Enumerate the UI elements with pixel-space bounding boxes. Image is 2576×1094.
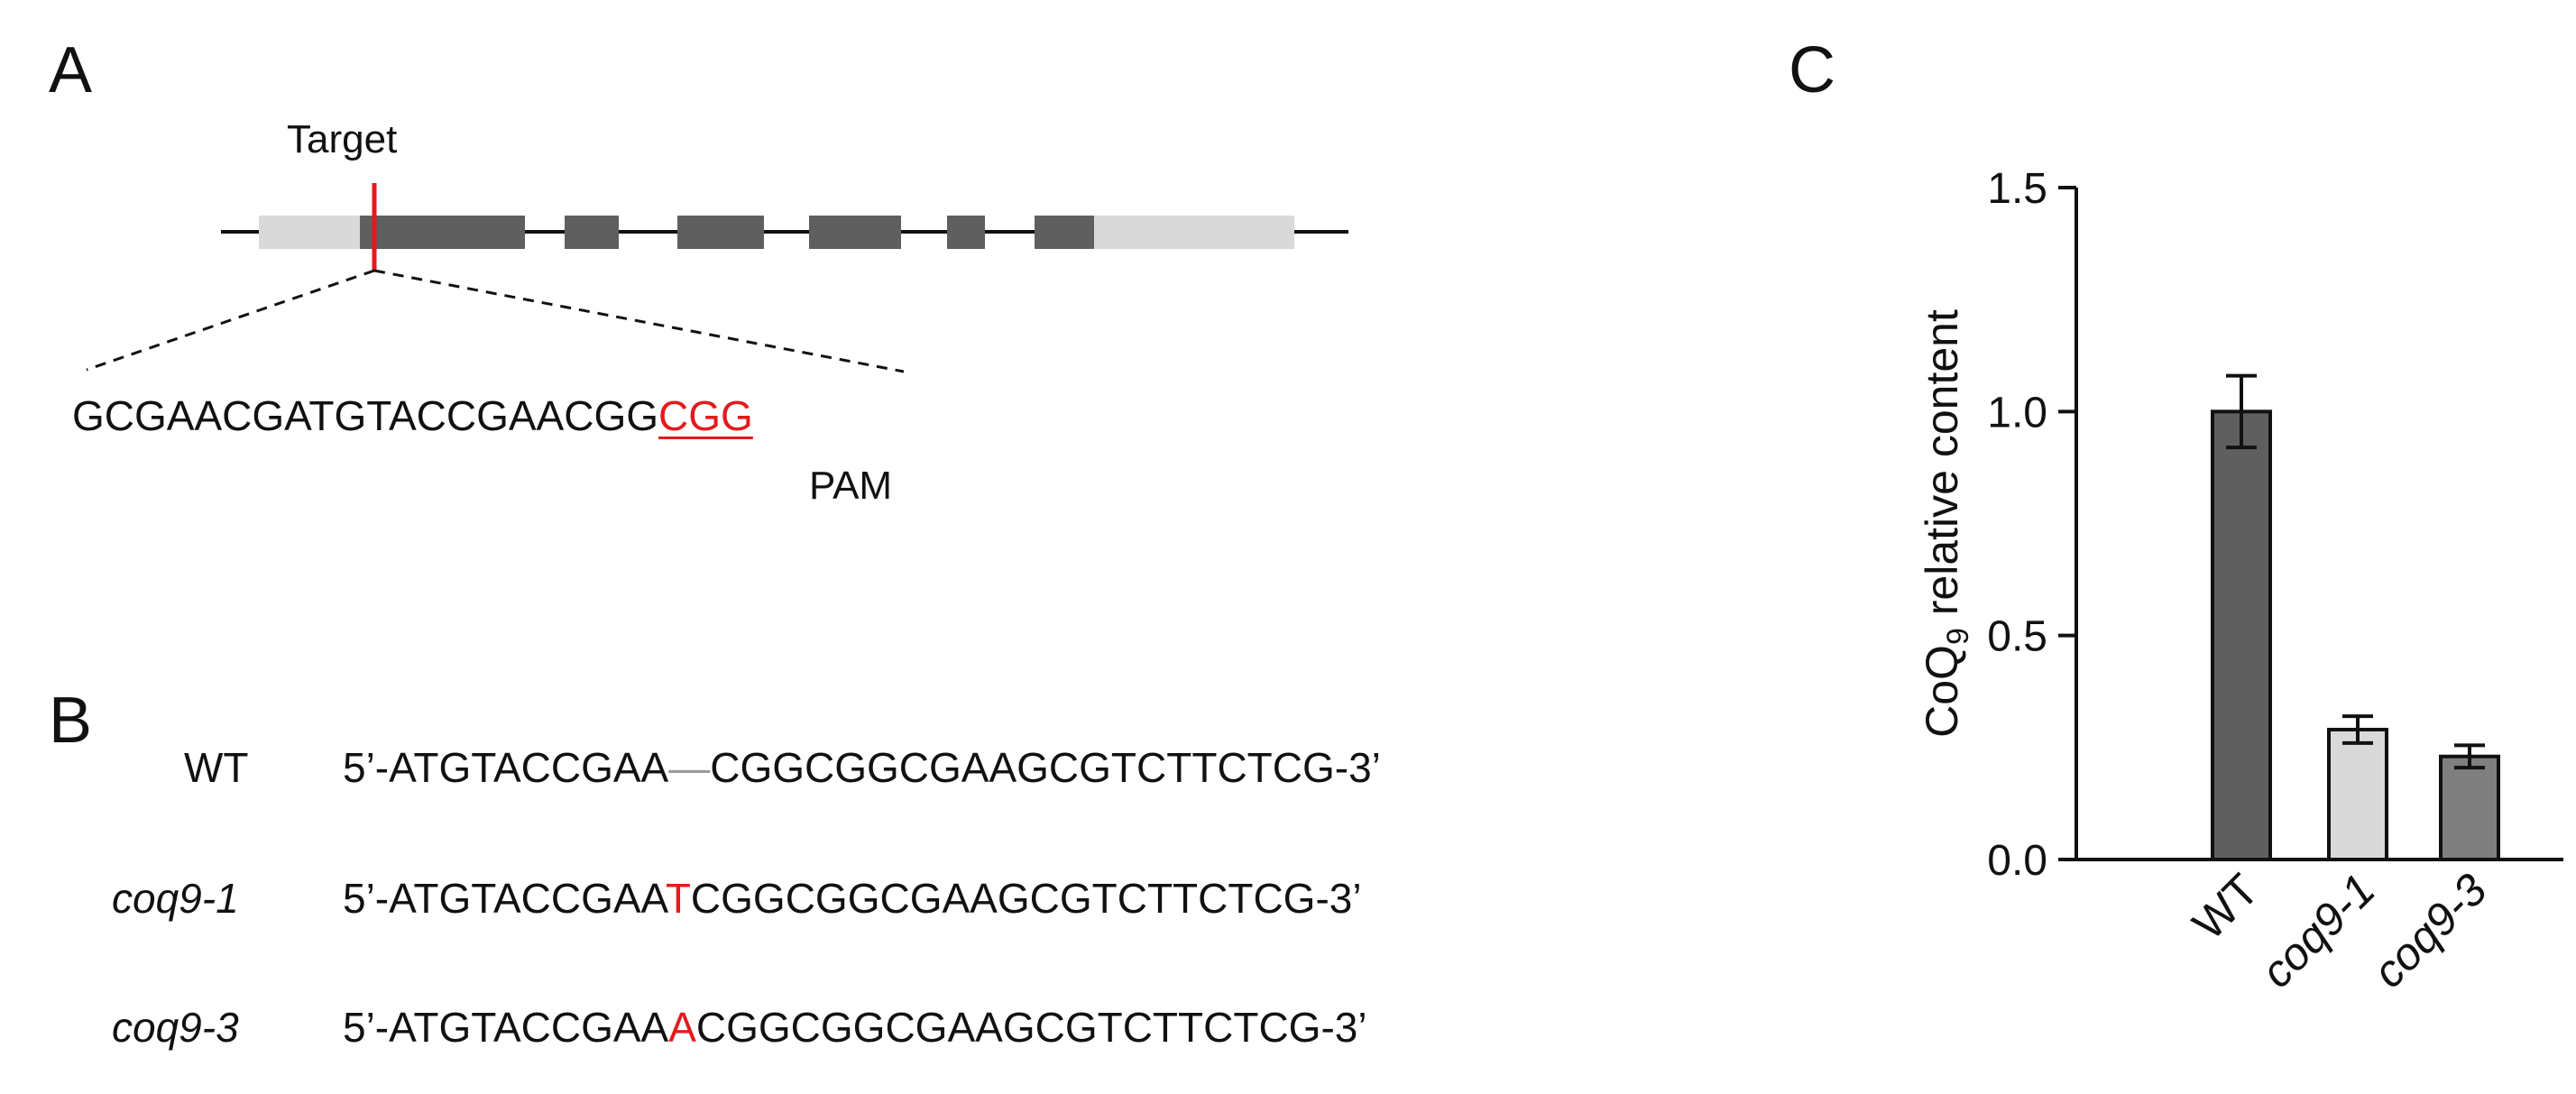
exon-1 [360, 216, 525, 249]
pam-sequence: CGG [658, 392, 753, 439]
row-name-coq9-3: coq9-3 [112, 1004, 239, 1051]
sequence-coq9-3: 5’-ATGTACCGAAACGGCGGCGAAGCGTCTTCTCG-3’ [343, 1007, 1367, 1048]
seq-suffix: CGGCGGCGAAGCGTCTTCTCG-3’ [710, 744, 1381, 791]
y-tick-label: 1.5 [1987, 165, 2047, 213]
zoom-line-left [86, 269, 375, 372]
bar [2327, 727, 2388, 862]
seq-suffix: CGGCGGCGAAGCGTCTTCTCG-3’ [695, 1004, 1367, 1051]
row-name-coq9-1: coq9-1 [112, 875, 239, 922]
x-tick-label: coq9-1 [2251, 864, 2385, 997]
bar [2211, 409, 2272, 861]
y-tick-label: 0.0 [1987, 837, 2047, 885]
utr-3 [1094, 216, 1294, 249]
exon-3 [677, 216, 764, 249]
exon-5 [947, 216, 985, 249]
zoom-line-right [373, 269, 905, 373]
insertion-base: T [665, 875, 691, 922]
y-tick-label: 1.0 [1987, 389, 2047, 437]
seq-suffix: CGGCGGCGAAGCGTCTTCTCG-3’ [690, 875, 1362, 922]
panel-label-a: A [49, 34, 93, 106]
exon-2 [565, 216, 619, 249]
insertion-base: A [668, 1004, 696, 1051]
target-seq-main: GCGAACGATGTACCGAACGG [72, 392, 659, 439]
seq-prefix: 5’-ATGTACCGAA [343, 744, 669, 791]
target-sequence: GCGAACGATGTACCGAACGGCGG [72, 395, 753, 437]
x-tick-label: WT [2183, 864, 2268, 950]
seq-prefix: 5’-ATGTACCGAA [343, 1004, 669, 1051]
panel-label-b: B [49, 685, 93, 757]
gap-dash: — [668, 744, 711, 791]
sequence-coq9-1: 5’-ATGTACCGAATCGGCGGCGAAGCGTCTTCTCG-3’ [343, 878, 1362, 919]
x-tick-label: coq9-3 [2363, 864, 2497, 997]
bar [2439, 754, 2500, 861]
sequence-wt: 5’-ATGTACCGAA—CGGCGGCGAAGCGTCTTCTCG-3’ [343, 747, 1381, 788]
pam-label: PAM [809, 464, 893, 508]
exon-4 [809, 216, 901, 249]
utr-5 [259, 216, 360, 249]
y-tick-label: 0.5 [1987, 613, 2047, 661]
exon-6 [1035, 216, 1094, 249]
seq-prefix: 5’-ATGTACCGAA [343, 875, 666, 922]
target-label: Target [287, 117, 398, 161]
row-name-wt: WT [184, 744, 249, 791]
y-axis-title: CoQ9 relative content [1917, 309, 1975, 738]
panel-label-c: C [1789, 34, 1835, 106]
